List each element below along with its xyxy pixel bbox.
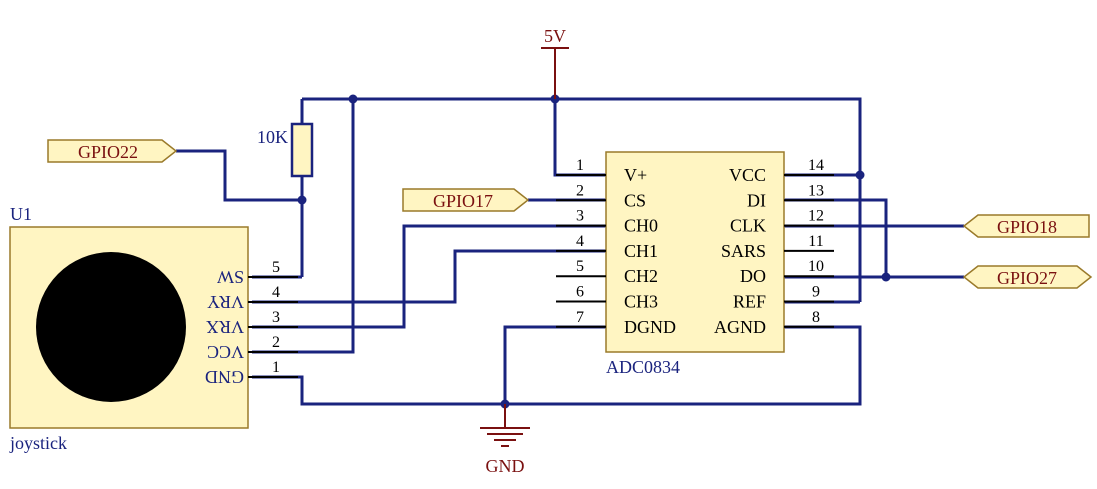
gpio18-tag: GPIO18 <box>962 214 1090 238</box>
junction-dot <box>348 94 358 104</box>
adc-pin-label: DO <box>740 266 766 286</box>
joystick-pin-number: 5 <box>272 259 280 276</box>
gpio27-label: GPIO27 <box>997 268 1057 288</box>
gpio18-label: GPIO18 <box>997 217 1057 237</box>
wire-top-rail <box>302 97 862 302</box>
joystick-pin-number: 1 <box>272 359 280 376</box>
adc-pin-number: 2 <box>576 182 584 199</box>
junction-dot <box>855 170 865 180</box>
joystick-pin-label: VRY <box>207 292 244 312</box>
resistor-10k: 10K <box>257 122 314 178</box>
joystick-pin-label: SW <box>217 267 244 287</box>
resistor-label: 10K <box>257 127 288 147</box>
adc-pin-number: 6 <box>576 284 584 301</box>
adc0834-chip: ADC0834 1 V+ 2 CS 3 CH0 4 CH1 5 CH2 6 CH3 7 DGND 14 VCC… <box>556 151 834 377</box>
adc-pin-label: AGND <box>714 317 766 337</box>
adc-pin-number: 13 <box>808 182 824 199</box>
adc-pin-number: 1 <box>576 157 584 174</box>
adc-pin-label: CS <box>624 190 646 210</box>
gpio17-label: GPIO17 <box>433 191 493 211</box>
adc-pin-number: 3 <box>576 208 584 225</box>
gpio27-tag: GPIO27 <box>962 265 1093 289</box>
junctions <box>297 94 891 409</box>
joystick-pin-label: VRX <box>206 317 244 337</box>
adc-pin-label: CH0 <box>624 216 658 236</box>
adc-pin-label: CH3 <box>624 292 658 312</box>
wire-gpio22 <box>176 149 302 202</box>
adc-pin-number: 5 <box>576 258 584 275</box>
adc-pin-number: 8 <box>812 309 820 326</box>
wire-vry-ch1 <box>252 249 606 304</box>
joystick-module: U1 joystick 5 SW 4 VRY 3 VRX 2 VCC 1 GND <box>9 204 298 453</box>
power-5v-label: 5V <box>544 26 566 46</box>
adc-pin-label: DI <box>747 190 766 210</box>
joystick-pin-number: 2 <box>272 334 280 351</box>
adc-pin-label: CLK <box>730 216 766 236</box>
joystick-name: joystick <box>9 433 67 453</box>
joystick-pin-label: VCC <box>207 342 244 362</box>
adc-pin-label: VCC <box>729 165 766 185</box>
adc-pin-number: 11 <box>808 233 823 250</box>
adc-pin-label: REF <box>733 292 766 312</box>
adc-pin-label: SARS <box>721 241 766 261</box>
power-5v-symbol: 5V <box>541 26 569 99</box>
gpio17-tag: GPIO17 <box>402 188 530 212</box>
adc-pin-label: V+ <box>624 165 647 185</box>
ground-label: GND <box>486 456 525 476</box>
joystick-pin-number: 3 <box>272 309 280 326</box>
wire-dgnd <box>503 325 606 404</box>
adc-name: ADC0834 <box>606 357 680 377</box>
adc-pin-number: 4 <box>576 233 584 250</box>
joystick-pin-label: GND <box>205 367 244 387</box>
joystick-designator: U1 <box>10 204 32 224</box>
adc-pin-number: 7 <box>576 309 584 326</box>
wire-di <box>784 198 888 277</box>
junction-dot <box>297 195 307 205</box>
joystick-knob <box>36 252 186 402</box>
adc-pin-number: 14 <box>808 157 824 174</box>
ground-symbol: GND <box>480 404 530 476</box>
wire-vrx-ch0 <box>252 224 606 329</box>
adc-pin-number: 9 <box>812 284 820 301</box>
gpio22-label: GPIO22 <box>78 142 138 162</box>
gpio22-tag: GPIO22 <box>47 139 178 163</box>
adc-pin-label: CH1 <box>624 241 658 261</box>
adc-pin-number: 10 <box>808 258 824 275</box>
adc-pin-number: 12 <box>808 208 824 225</box>
junction-dot <box>881 272 891 282</box>
adc-pin-label: DGND <box>624 317 676 337</box>
joystick-pin-number: 4 <box>272 284 280 301</box>
adc-pin-label: CH2 <box>624 266 658 286</box>
